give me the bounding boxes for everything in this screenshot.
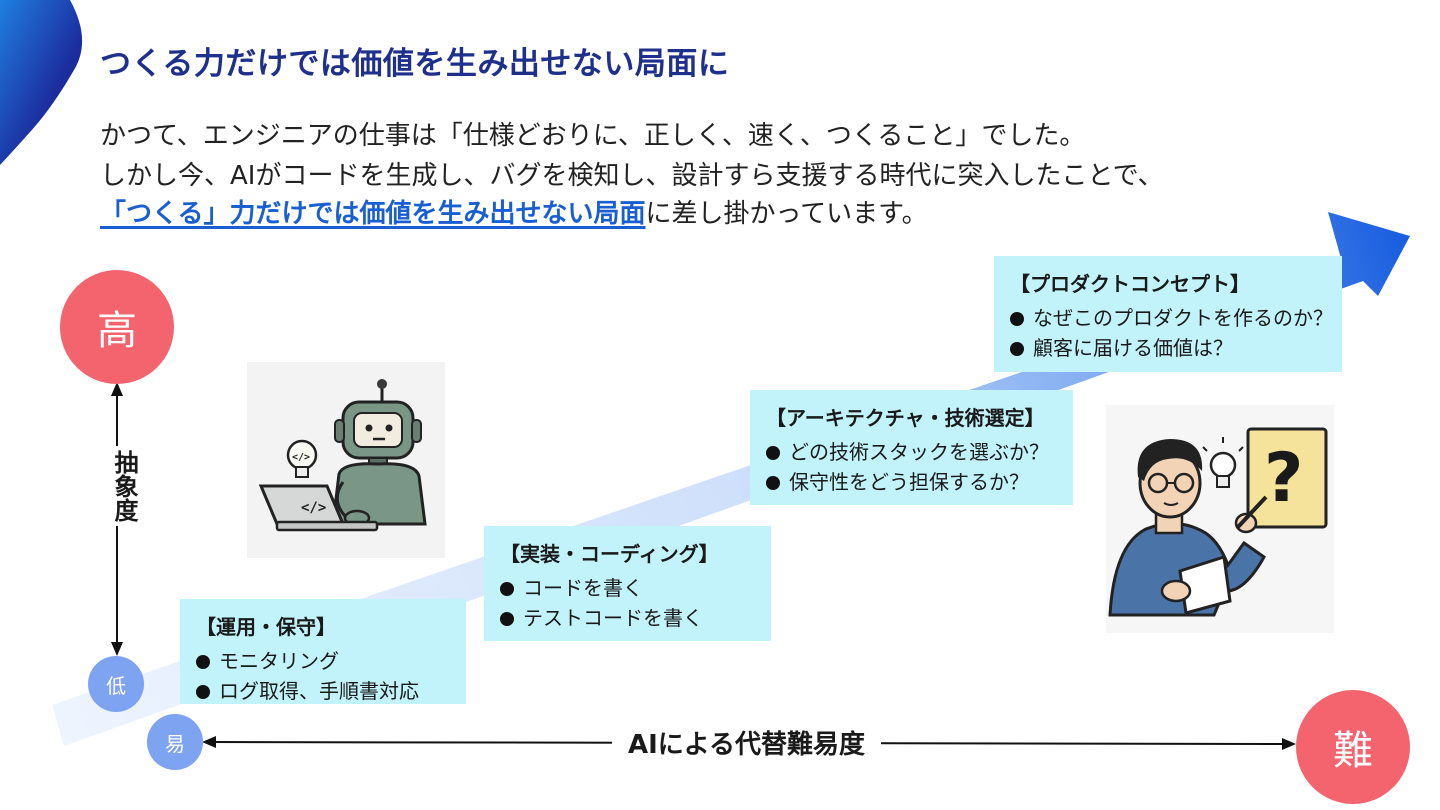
stage-title: 【アーキテクチャ・技術選定】 <box>766 406 1045 430</box>
robot-laptop-illustration: </> </> <box>247 362 445 558</box>
stage-item: テストコードを書く <box>500 603 755 633</box>
intro-line-3-rest: に差し掛かっています。 <box>645 199 928 229</box>
person-icon: ? <box>1108 427 1328 617</box>
stage-item: モニタリング <box>196 646 450 676</box>
stage-box-architecture: 【アーキテクチャ・技術選定】 どの技術スタックを選ぶか？ 保守性をどう担保するか… <box>750 390 1073 505</box>
stage-item: コードを書く <box>500 573 755 603</box>
page-title: つくる力だけでは価値を生み出せない局面に <box>100 46 730 82</box>
bullet-icon <box>1010 342 1024 356</box>
stage-box-implementation: 【実装・コーディング】 コードを書く テストコードを書く <box>484 526 771 641</box>
stage-item: どの技術スタックを選ぶか？ <box>766 437 1057 467</box>
corner-decoration <box>0 0 83 165</box>
vertical-axis-label: 抽象度 <box>98 446 138 526</box>
person-thinking-illustration: ? <box>1106 405 1334 633</box>
stage-item: ログ取得、手順書対応 <box>196 676 450 706</box>
intro-line-1: かつて、エンジニアの仕事は「仕様どおりに、正しく、速く、つくること」でした。 <box>100 121 1086 151</box>
bullet-icon <box>196 685 210 699</box>
stage-title: 【運用・保守】 <box>196 615 336 639</box>
stage-title: 【実装・コーディング】 <box>500 542 719 566</box>
difficulty-hard-badge: 難 <box>1296 690 1410 804</box>
stage-item: 保守性をどう担保するか？ <box>766 467 1057 497</box>
svg-text:</>: </> <box>292 452 310 463</box>
stage-item: なぜこのプロダクトを作るのか？ <box>1010 303 1333 333</box>
abstraction-low-badge: 低 <box>88 656 144 712</box>
difficulty-easy-badge: 易 <box>147 714 203 770</box>
abstraction-high-badge: 高 <box>60 270 174 384</box>
stage-box-operations: 【運用・保守】 モニタリング ログ取得、手順書対応 <box>180 599 466 704</box>
robot-icon: </> </> <box>258 379 427 532</box>
bullet-icon <box>766 446 780 460</box>
intro-line-3: 「つくる」力だけでは価値を生み出せない局面に差し掛かっています。 <box>100 196 928 232</box>
svg-text:</>: </> <box>301 500 326 516</box>
stage-box-product-concept: 【プロダクトコンセプト】 なぜこのプロダクトを作るのか？ 顧客に届ける価値は？ <box>994 256 1342 372</box>
intro-line-2: しかし今、AIがコードを生成し、バグを検知し、設計すら支援する時代に突入したこと… <box>100 161 1164 191</box>
question-mark-icon: ? <box>1264 439 1303 518</box>
bullet-icon <box>766 476 780 490</box>
bullet-icon <box>500 612 514 626</box>
stage-item: 顧客に届ける価値は？ <box>1010 333 1326 363</box>
bullet-icon <box>500 582 514 596</box>
bullet-icon <box>196 655 210 669</box>
horizontal-axis-label: AIによる代替難易度 <box>612 724 882 761</box>
intro-highlight: 「つくる」力だけでは価値を生み出せない局面 <box>100 199 646 229</box>
bullet-icon <box>1010 312 1024 326</box>
stage-title: 【プロダクトコンセプト】 <box>1010 272 1250 296</box>
